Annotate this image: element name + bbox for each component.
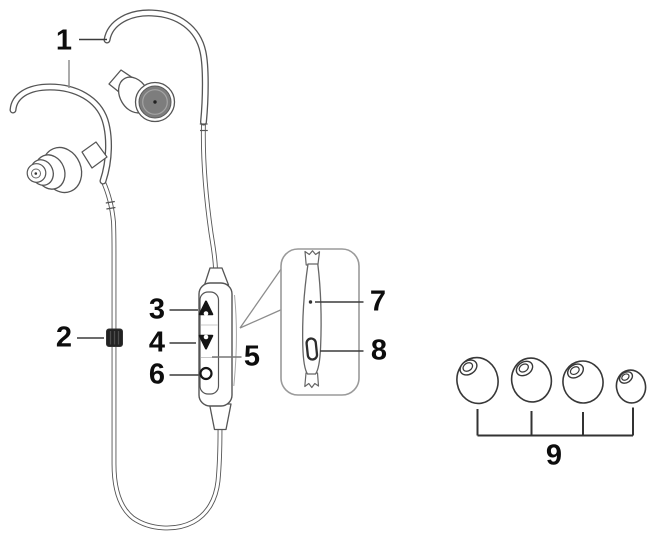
inline-remote — [198, 267, 237, 431]
callout-label-6: 6 — [148, 358, 166, 391]
callout-label-7: 7 — [369, 285, 387, 318]
callout-label-3: 3 — [148, 293, 166, 326]
callout-label-2: 2 — [55, 321, 73, 354]
remote-side-contour — [233, 294, 237, 387]
eartip-set — [456, 356, 647, 437]
charging-port-icon — [305, 337, 319, 361]
remote-bottom-strain-relief — [208, 403, 232, 431]
volume-down-icon — [198, 334, 214, 350]
left-earbud — [9, 83, 116, 210]
ear-tip-medium-large — [510, 357, 553, 403]
magnifier-callout — [239, 248, 360, 396]
remote-top-strain-relief — [203, 267, 230, 286]
cable-junction-ticks-right — [199, 123, 208, 132]
side-view-top-fork — [304, 250, 321, 266]
volume-up-icon — [198, 300, 214, 316]
cable-clip — [106, 328, 123, 347]
callout-label-5: 5 — [243, 340, 261, 373]
leader-lines — [68, 38, 364, 376]
multifunction-button-icon — [199, 366, 213, 381]
size-bracket — [476, 407, 634, 437]
callout-label-1: 1 — [55, 24, 73, 57]
ear-tip-medium — [562, 360, 604, 404]
side-view-bottom-fork — [304, 372, 320, 389]
callout-wedge — [239, 261, 287, 329]
ear-tip-small — [615, 369, 647, 404]
microphone-hole-icon — [308, 300, 313, 304]
left-earbud-neck — [81, 141, 108, 169]
callout-label-4: 4 — [148, 326, 166, 359]
ear-tip-large — [456, 356, 499, 405]
cable-junction-ticks-left — [105, 200, 116, 210]
right-driver-center-dot — [153, 100, 157, 104]
callout-label-9: 9 — [545, 439, 563, 472]
right-earbud — [103, 9, 209, 132]
callout-label-8: 8 — [370, 334, 388, 367]
main-cable — [100, 119, 223, 531]
remote-side-view — [302, 250, 322, 389]
